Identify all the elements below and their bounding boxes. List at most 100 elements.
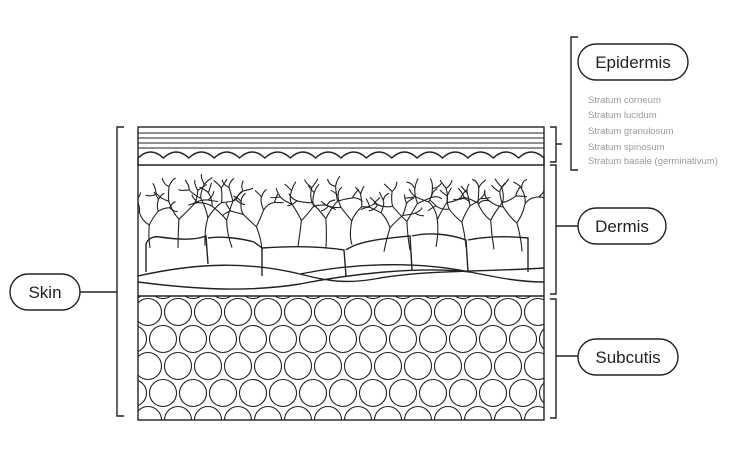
capillary-branch	[178, 188, 190, 191]
capillary-branch	[391, 191, 394, 207]
capillary-branch	[391, 181, 398, 192]
capillary-branch	[188, 189, 202, 199]
fat-cell	[240, 434, 267, 461]
stratum-item: Stratum lucidum	[588, 110, 657, 121]
capillary-branch	[138, 211, 150, 226]
fat-cell	[394, 296, 412, 300]
capillary-branches	[138, 173, 544, 252]
fat-cell	[163, 405, 193, 420]
epidermis-label: Epidermis	[577, 43, 689, 81]
fat-cell	[253, 405, 283, 420]
capillary-branch	[516, 203, 526, 224]
capillary-branch	[263, 201, 275, 211]
subcutis-label: Subcutis	[577, 338, 679, 376]
skin-block	[105, 126, 582, 461]
capillary-branch	[464, 196, 479, 204]
capillary-branch	[242, 213, 257, 228]
capillary-branch	[428, 188, 433, 203]
epidermis-wave	[137, 151, 545, 166]
capillary-branch	[402, 203, 408, 216]
fat-cell	[300, 434, 327, 461]
fat-cell	[508, 378, 538, 408]
capillary-branch	[369, 196, 378, 206]
capillary-branch	[466, 183, 470, 194]
capillary-branch	[145, 192, 157, 197]
capillary-branch	[382, 192, 390, 201]
capillary-branch	[414, 178, 419, 189]
fat-cell	[253, 351, 283, 381]
fat-cell	[208, 324, 238, 354]
capillary-branch	[270, 196, 281, 199]
capillary-branch	[435, 219, 439, 248]
svg-text:Dermis: Dermis	[595, 217, 649, 236]
capillary-branch	[330, 190, 339, 196]
capillary-branch	[383, 227, 391, 252]
fat-cell	[493, 297, 523, 327]
capillary-branch	[457, 187, 465, 198]
capillary-branch	[360, 185, 365, 195]
fat-cell	[343, 405, 373, 420]
capillary-branch	[321, 205, 330, 212]
fat-cell	[154, 296, 172, 300]
fat-cell	[150, 434, 177, 461]
epidermis-layer	[137, 132, 545, 166]
capillary-branch	[232, 190, 244, 202]
capillary-branch	[446, 195, 450, 210]
dermis-label: Dermis	[577, 207, 667, 245]
capillary-branch	[288, 193, 298, 202]
fat-cell	[514, 296, 532, 300]
capillary-branch	[156, 199, 159, 212]
capillary-branch	[241, 180, 244, 192]
capillary-branch	[221, 199, 237, 204]
capillary-branch	[383, 183, 393, 192]
capillary-branch	[148, 210, 159, 226]
capillary-branch	[368, 204, 379, 212]
fat-cell	[193, 351, 223, 381]
fat-cell	[330, 434, 357, 461]
fat-cell	[178, 378, 208, 408]
fat-cell	[484, 296, 502, 300]
capillary-branch	[494, 178, 503, 188]
capillary-branch	[429, 178, 433, 189]
fat-cell	[105, 299, 132, 326]
capillary-branch	[326, 178, 336, 187]
dermis-bracket	[550, 164, 578, 295]
capillary-branch	[469, 197, 482, 207]
capillary-branch	[233, 195, 242, 202]
capillary-branch	[489, 200, 504, 208]
capillary-branch	[369, 206, 382, 214]
fat-cell	[418, 324, 448, 354]
fat-cell	[193, 405, 223, 420]
fat-cell	[424, 296, 442, 300]
subcutis-bracket	[550, 298, 578, 419]
capillary-branch	[169, 201, 176, 209]
capillary-branch	[291, 203, 302, 221]
fat-cell	[178, 324, 208, 354]
fat-cell	[270, 434, 297, 461]
fat-cell	[388, 378, 418, 408]
capillary-branch	[178, 204, 194, 220]
fat-cell	[328, 324, 358, 354]
fat-cell	[538, 328, 544, 350]
capillary-branch	[351, 206, 363, 221]
capillary-branch	[404, 194, 408, 204]
fat-cell	[298, 378, 328, 408]
fat-cell	[148, 378, 178, 408]
fat-cell	[478, 378, 508, 408]
fat-cell	[138, 405, 163, 420]
fat-cell	[555, 407, 582, 434]
capillary-branch	[207, 202, 222, 218]
fat-cell	[418, 378, 448, 408]
fat-cell	[433, 297, 463, 327]
stratum-item: Stratum basale (germinativum)	[588, 156, 718, 167]
fat-cell	[223, 405, 253, 420]
capillary-branch	[516, 222, 523, 252]
fat-cell	[163, 351, 193, 381]
fat-cell	[138, 325, 148, 353]
capillary-branch	[335, 175, 341, 187]
fat-cell	[463, 297, 493, 327]
capillary-branch	[207, 192, 213, 207]
capillary-branch	[313, 183, 320, 193]
capillary-branch	[287, 200, 298, 207]
fat-cell	[364, 296, 382, 300]
